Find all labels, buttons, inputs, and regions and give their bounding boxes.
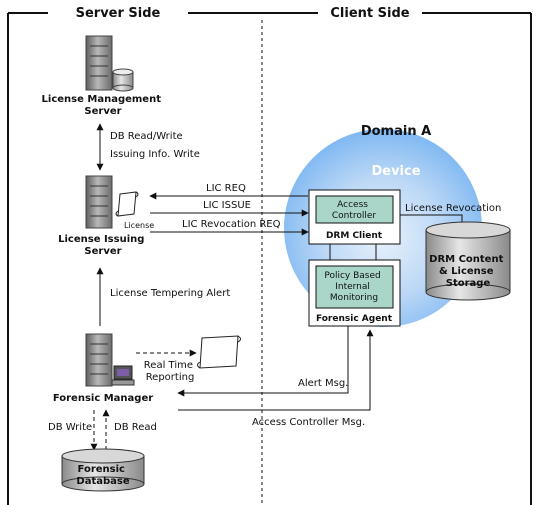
forensic-database-label: Forensic Database bbox=[76, 464, 129, 487]
issuing-info-write-label: Issuing Info. Write bbox=[110, 149, 200, 160]
drm-storage-label: DRM Content & License Storage bbox=[429, 254, 507, 289]
lic-revocation-req-label: LIC Revocation REQ bbox=[182, 219, 281, 230]
access-controller-box bbox=[315, 195, 394, 224]
forensic-agent-label: Forensic Agent bbox=[316, 314, 393, 324]
lic-issue-label: LIC ISSUE bbox=[203, 200, 251, 211]
report-scroll-icon bbox=[197, 335, 241, 369]
license-issuing-server-icon bbox=[85, 175, 113, 229]
monitoring-label: Policy Based Internal Monitoring bbox=[324, 271, 383, 303]
outer-frame bbox=[7, 12, 532, 505]
db-read-label: DB Read bbox=[114, 422, 157, 433]
license-tempering-alert-label: License Tempering Alert bbox=[110, 288, 230, 299]
device-label: Device bbox=[371, 164, 420, 179]
db-write-label: DB Write bbox=[48, 422, 92, 433]
access-controller-label: Access Controller bbox=[332, 200, 377, 221]
db-read-write-label: DB Read/Write bbox=[110, 131, 183, 142]
alert-msg-label: Alert Msg. bbox=[298, 378, 348, 389]
license-management-server-label: License Management Server bbox=[42, 94, 165, 117]
license-management-server-icon bbox=[85, 35, 134, 92]
alert-msg-arrow bbox=[177, 326, 349, 397]
license-doc-label: License bbox=[124, 221, 154, 230]
forensic-manager-server-icon bbox=[85, 333, 135, 387]
domain-title: Domain A bbox=[361, 124, 431, 139]
forensic-manager-label: Forensic Manager bbox=[53, 393, 153, 404]
server-side-heading: Server Side bbox=[76, 6, 161, 21]
drm-client-label: DRM Client bbox=[326, 231, 383, 241]
monitoring-box bbox=[315, 265, 394, 309]
lic-req-label: LIC REQ bbox=[206, 183, 246, 194]
access-controller-msg-arrow bbox=[178, 329, 374, 411]
license-issuing-server-label: License Issuing Server bbox=[58, 234, 148, 257]
drm-storage-cylinder bbox=[425, 221, 511, 301]
real-time-reporting-label: Real Time Reporting bbox=[144, 360, 196, 383]
access-controller-msg-label: Access Controller Msg. bbox=[252, 417, 365, 428]
forensic-database-cylinder bbox=[61, 448, 145, 492]
client-side-heading: Client Side bbox=[330, 6, 409, 21]
license-revocation-label: License Revocation bbox=[405, 203, 501, 214]
license-scroll-icon bbox=[115, 191, 139, 217]
